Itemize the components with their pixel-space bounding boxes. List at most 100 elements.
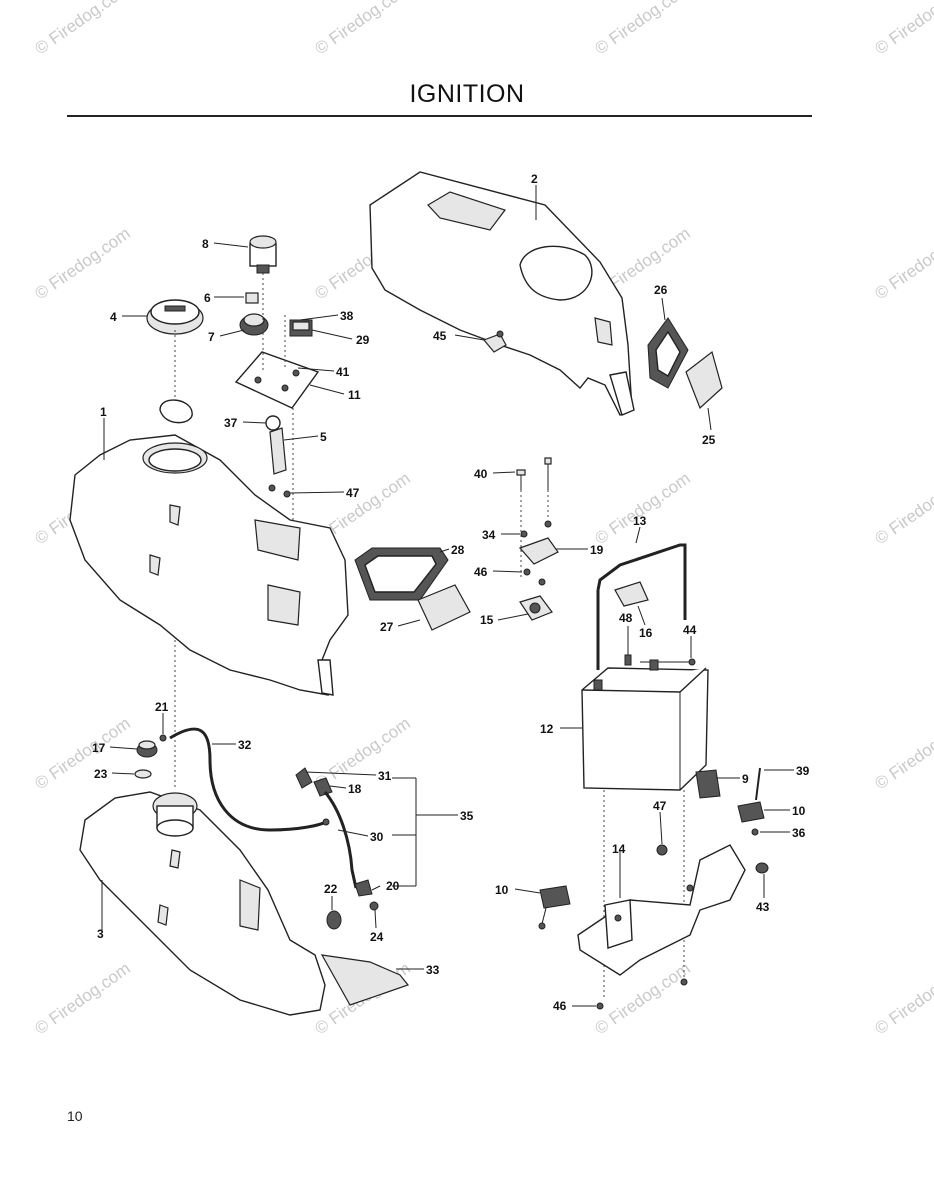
callout-17: 17 (92, 741, 106, 755)
callout-22: 22 (324, 882, 338, 896)
callout-39: 39 (796, 764, 810, 778)
callout-7: 7 (208, 330, 215, 344)
part-5-lever (268, 427, 291, 498)
callout-6: 6 (204, 291, 211, 305)
part-nut-tray (680, 978, 688, 986)
part-3-fuel-tank (79, 791, 326, 1016)
callout-31: 31 (378, 769, 392, 783)
watermark-text: © Firedog.com (871, 224, 934, 304)
callout-29: 29 (356, 333, 370, 347)
part-27-cover (417, 584, 471, 631)
part-2-console-cover (369, 171, 635, 416)
callout-43: 43 (756, 900, 770, 914)
part-45-bracket (482, 330, 507, 353)
callout-24: 24 (370, 930, 384, 944)
watermark-text: © Firedog.com (31, 224, 133, 304)
callout-37: 37 (224, 416, 238, 430)
callout-36: 36 (792, 826, 806, 840)
callout-32: 32 (238, 738, 252, 752)
part-34-washer (520, 530, 528, 538)
watermark-text: © Firedog.com (591, 469, 693, 549)
part-39-screw (755, 767, 761, 801)
callout-2: 2 (531, 172, 538, 186)
callout-3: 3 (97, 927, 104, 941)
part-8-ignition-switch (249, 235, 277, 274)
part-17-valve (136, 740, 158, 758)
callout-1: 1 (100, 405, 107, 419)
part-23-grommet (134, 769, 152, 779)
part-14-battery-tray (577, 844, 746, 976)
part-25-cover-plate (685, 350, 723, 410)
callout-44: 44 (683, 623, 697, 637)
callout-21: 21 (155, 700, 169, 714)
part-18-fuel-filter (313, 777, 333, 797)
callout-8: 8 (202, 237, 209, 251)
callout-27: 27 (380, 620, 394, 634)
part-13-cable (596, 543, 687, 620)
callout-18: 18 (348, 782, 362, 796)
part-15-solenoid (519, 595, 553, 621)
part-37-knob (265, 415, 281, 431)
part-12-battery (581, 659, 709, 791)
part-24-clip (369, 901, 379, 911)
watermark-text: © Firedog.com (31, 0, 133, 58)
callout-10-left: 10 (495, 883, 509, 897)
callout-13: 13 (633, 514, 647, 528)
callout-12: 12 (540, 722, 554, 736)
part-36-nut (751, 828, 759, 836)
part-nut-small (538, 578, 546, 586)
part-48-bolt (624, 654, 632, 666)
leader-lines (101, 185, 794, 1007)
callout-30: 30 (370, 830, 384, 844)
callout-47-lower: 47 (653, 799, 667, 813)
callout-16: 16 (639, 626, 653, 640)
part-46-nut-lower (596, 1002, 604, 1010)
callout-26: 26 (654, 283, 668, 297)
part-10-switch-left (538, 885, 571, 930)
part-washer (544, 520, 552, 528)
part-9-relay (695, 769, 721, 799)
callout-34: 34 (482, 528, 496, 542)
part-29-switch (289, 319, 313, 337)
page-number: 10 (67, 1108, 83, 1124)
callout-19: 19 (590, 543, 604, 557)
callout-46: 46 (474, 565, 488, 579)
part-7-switch-body (239, 313, 269, 336)
callout-38: 38 (340, 309, 354, 323)
part-33-heat-shield (320, 954, 410, 1006)
part-30-hose (323, 791, 358, 889)
part-22-bushing (326, 910, 342, 930)
callout-10-right: 10 (792, 804, 806, 818)
fuel-cap-gasket (159, 399, 193, 424)
callout-46-lower: 46 (553, 999, 567, 1013)
callout-40: 40 (474, 467, 488, 481)
watermark-text: © Firedog.com (31, 714, 133, 794)
callout-labels: 2 8 6 4 7 38 29 41 11 37 5 47 1 45 26 25… (92, 172, 810, 1013)
watermark-text: © Firedog.com (591, 0, 693, 58)
callout-4: 4 (110, 310, 117, 324)
part-46-nut (523, 568, 531, 576)
part-21-clamp (159, 734, 167, 742)
part-20-fitting (354, 879, 373, 897)
part-10-switch-right (737, 801, 765, 823)
callout-41: 41 (336, 365, 350, 379)
part-16-terminal-boot (614, 581, 649, 607)
part-26-grommet (647, 317, 689, 389)
part-19-bracket (518, 537, 559, 565)
watermark-text: © Firedog.com (311, 0, 413, 58)
part-1-fender-body (69, 434, 349, 696)
part-bolt-vertical (544, 457, 552, 490)
part-28-grommet-frame (354, 547, 449, 601)
callout-45: 45 (433, 329, 447, 343)
callout-14: 14 (612, 842, 626, 856)
part-47-nut-lower (656, 844, 668, 856)
part-40-bolt (516, 469, 526, 490)
watermark-text: © Firedog.com (871, 714, 934, 794)
callout-47: 47 (346, 486, 360, 500)
title-rule (67, 115, 812, 117)
part-32-fuel-line (169, 727, 327, 832)
callout-33: 33 (426, 963, 440, 977)
watermark-text: © Firedog.com (591, 959, 693, 1039)
callout-15: 15 (480, 613, 494, 627)
